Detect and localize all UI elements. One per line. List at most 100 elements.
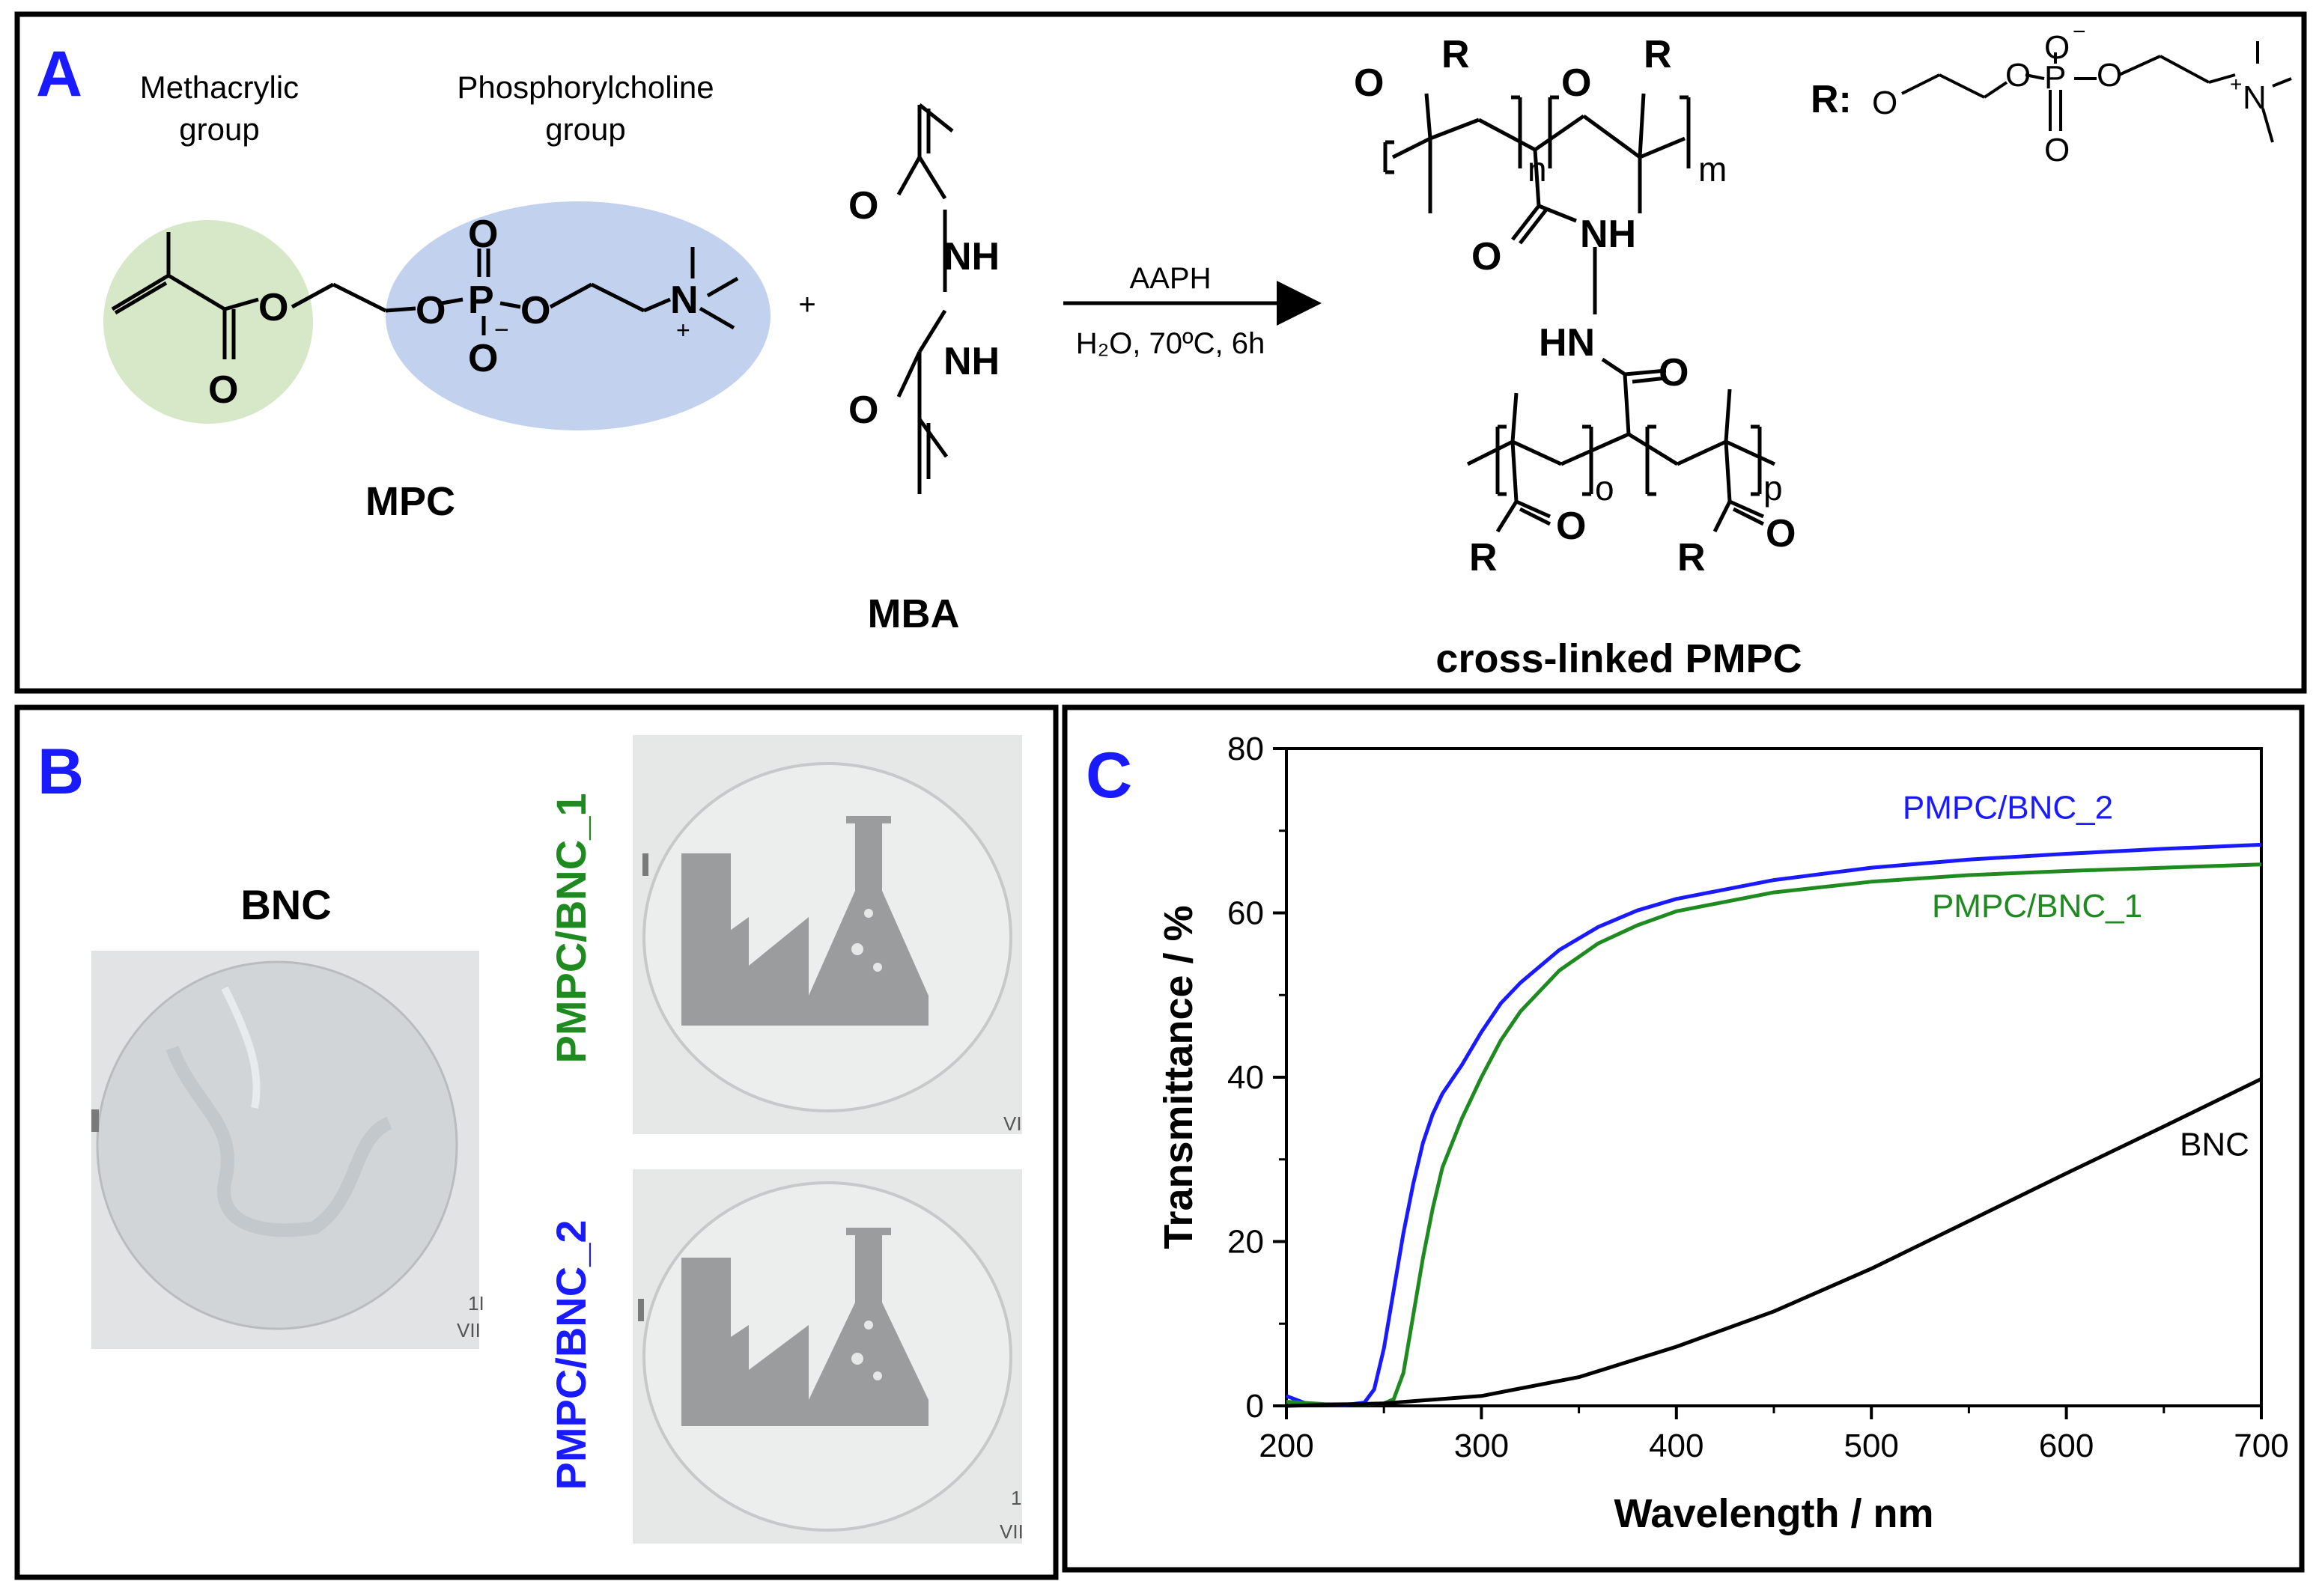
r-group-label: R: — [1811, 78, 1852, 121]
mpc-name: MPC — [365, 479, 455, 524]
svg-text:O: O — [208, 368, 238, 412]
mba-name: MBA — [868, 591, 960, 636]
x-tick-label: 600 — [2039, 1428, 2094, 1464]
panel-b-frame — [14, 704, 1059, 1580]
svg-text:O: O — [1659, 351, 1689, 395]
phosphorylcholine-highlight — [386, 201, 771, 430]
svg-text:O: O — [1471, 235, 1501, 278]
svg-text:p: p — [1763, 469, 1783, 508]
svg-text:P: P — [468, 278, 494, 322]
series-line-bnc — [1286, 1076, 2263, 1408]
x-tick-label: 500 — [1844, 1428, 1898, 1464]
svg-text:1I: 1I — [468, 1292, 484, 1315]
svg-text:O: O — [468, 213, 498, 256]
arrow-top-label: AAPH — [1130, 262, 1212, 295]
x-tick-label: 400 — [1649, 1428, 1703, 1464]
svg-text:−: − — [2073, 19, 2086, 44]
svg-text:O: O — [1766, 512, 1796, 555]
svg-text:O: O — [2044, 132, 2070, 168]
svg-text:O: O — [1872, 85, 1897, 121]
panel-b: B BNC 1I VII VI P — [14, 704, 1059, 1580]
panel-a-frame — [14, 11, 2307, 694]
methacrylic-label-line2: group — [179, 112, 259, 147]
product-atoms: O R O R O NH HN O O R O R n m o p — [1354, 33, 1796, 579]
bnc-photo: 1I VII — [91, 951, 484, 1349]
svg-text:R: R — [1677, 536, 1706, 579]
factory-flask-icon — [681, 816, 929, 1026]
series-annotation: PMPC/BNC_2 — [1903, 789, 2113, 826]
svg-text:O: O — [848, 184, 878, 228]
panel-a-label: A — [36, 38, 82, 110]
y-tick-label: 40 — [1227, 1059, 1264, 1096]
panel-b-label: B — [37, 736, 84, 808]
svg-text:R: R — [1441, 33, 1470, 76]
svg-text:O: O — [1561, 61, 1591, 105]
svg-text:O: O — [1354, 61, 1384, 105]
svg-text:N: N — [670, 278, 699, 322]
svg-text:P: P — [2044, 59, 2066, 96]
x-axis-title: Wavelength / nm — [1614, 1491, 1933, 1536]
r-group-atoms: O O P O − O O N + — [1872, 19, 2267, 168]
methacrylic-label-line1: Methacrylic — [140, 70, 299, 105]
svg-text:NH: NH — [943, 340, 1000, 383]
plot-area-frame — [1285, 747, 2263, 1407]
panel-c-frame — [1062, 704, 2305, 1573]
svg-text:VI: VI — [1003, 1112, 1022, 1135]
svg-text:NH: NH — [1580, 213, 1636, 256]
mba-atoms: O NH NH O — [848, 184, 1000, 432]
svg-text:VII: VII — [457, 1319, 481, 1341]
panel-c-label: C — [1086, 740, 1132, 811]
svg-text:R: R — [1644, 33, 1672, 76]
series-line-pmpc-bnc-2 — [1286, 842, 2262, 1407]
r-group-structure — [1901, 41, 2292, 143]
factory-flask-icon-2 — [681, 1228, 929, 1426]
svg-text:O: O — [416, 289, 446, 332]
series-annotation: BNC — [2180, 1126, 2249, 1163]
svg-text:O: O — [258, 286, 288, 329]
methacrylic-highlight — [103, 220, 313, 424]
pmpc2-photo-title: PMPC/BNC_2 — [547, 1220, 595, 1490]
product-structure — [1383, 93, 1776, 533]
y-tick-label: 60 — [1227, 895, 1264, 932]
svg-text:n: n — [1528, 150, 1547, 189]
mba-structure — [896, 103, 954, 494]
x-tick-label: 700 — [2234, 1428, 2288, 1464]
y-tick-label: 80 — [1227, 731, 1264, 767]
x-tick-label: 300 — [1454, 1428, 1509, 1464]
svg-text:O: O — [848, 389, 878, 432]
pmpc1-photo: VI — [633, 735, 1022, 1135]
svg-text:+: + — [2230, 73, 2242, 96]
svg-text:1: 1 — [1011, 1487, 1021, 1509]
y-axis-title: Transmittance / % — [1156, 905, 1201, 1249]
bnc-photo-title: BNC — [240, 881, 331, 928]
phosphorylcholine-label-line2: group — [545, 112, 625, 147]
panel-a: A Methacrylic group Phosphorylcholine gr… — [14, 11, 2307, 694]
svg-text:N: N — [2243, 79, 2267, 116]
mpc-atoms: O O O P O O − O N + — [208, 213, 699, 412]
pmpc1-photo-title: PMPC/BNC_1 — [547, 794, 595, 1064]
mpc-structure — [111, 232, 739, 359]
svg-text:−: − — [494, 316, 509, 344]
y-tick-label: 0 — [1246, 1388, 1264, 1425]
svg-text:o: o — [1595, 469, 1614, 508]
svg-text:HN: HN — [1539, 321, 1595, 365]
svg-text:O: O — [520, 289, 550, 332]
x-tick-label: 200 — [1259, 1428, 1313, 1464]
phosphorylcholine-label-line1: Phosphorylcholine — [457, 70, 714, 105]
svg-text:O: O — [2005, 57, 2031, 94]
arrow-bottom-label: H₂O, 70ºC, 6h — [1076, 327, 1265, 360]
svg-text:O: O — [468, 337, 498, 380]
product-name: cross-linked PMPC — [1435, 636, 1802, 681]
series-line-pmpc-bnc-1 — [1286, 862, 2262, 1407]
svg-text:NH: NH — [943, 235, 1000, 278]
svg-text:m: m — [1698, 150, 1727, 189]
svg-text:O: O — [2044, 29, 2070, 66]
svg-text:R: R — [1469, 536, 1498, 579]
plus-sign: + — [798, 288, 815, 321]
svg-text:VII: VII — [1000, 1520, 1024, 1543]
svg-text:+: + — [676, 317, 690, 344]
series-annotation: PMPC/BNC_1 — [1932, 888, 2142, 925]
